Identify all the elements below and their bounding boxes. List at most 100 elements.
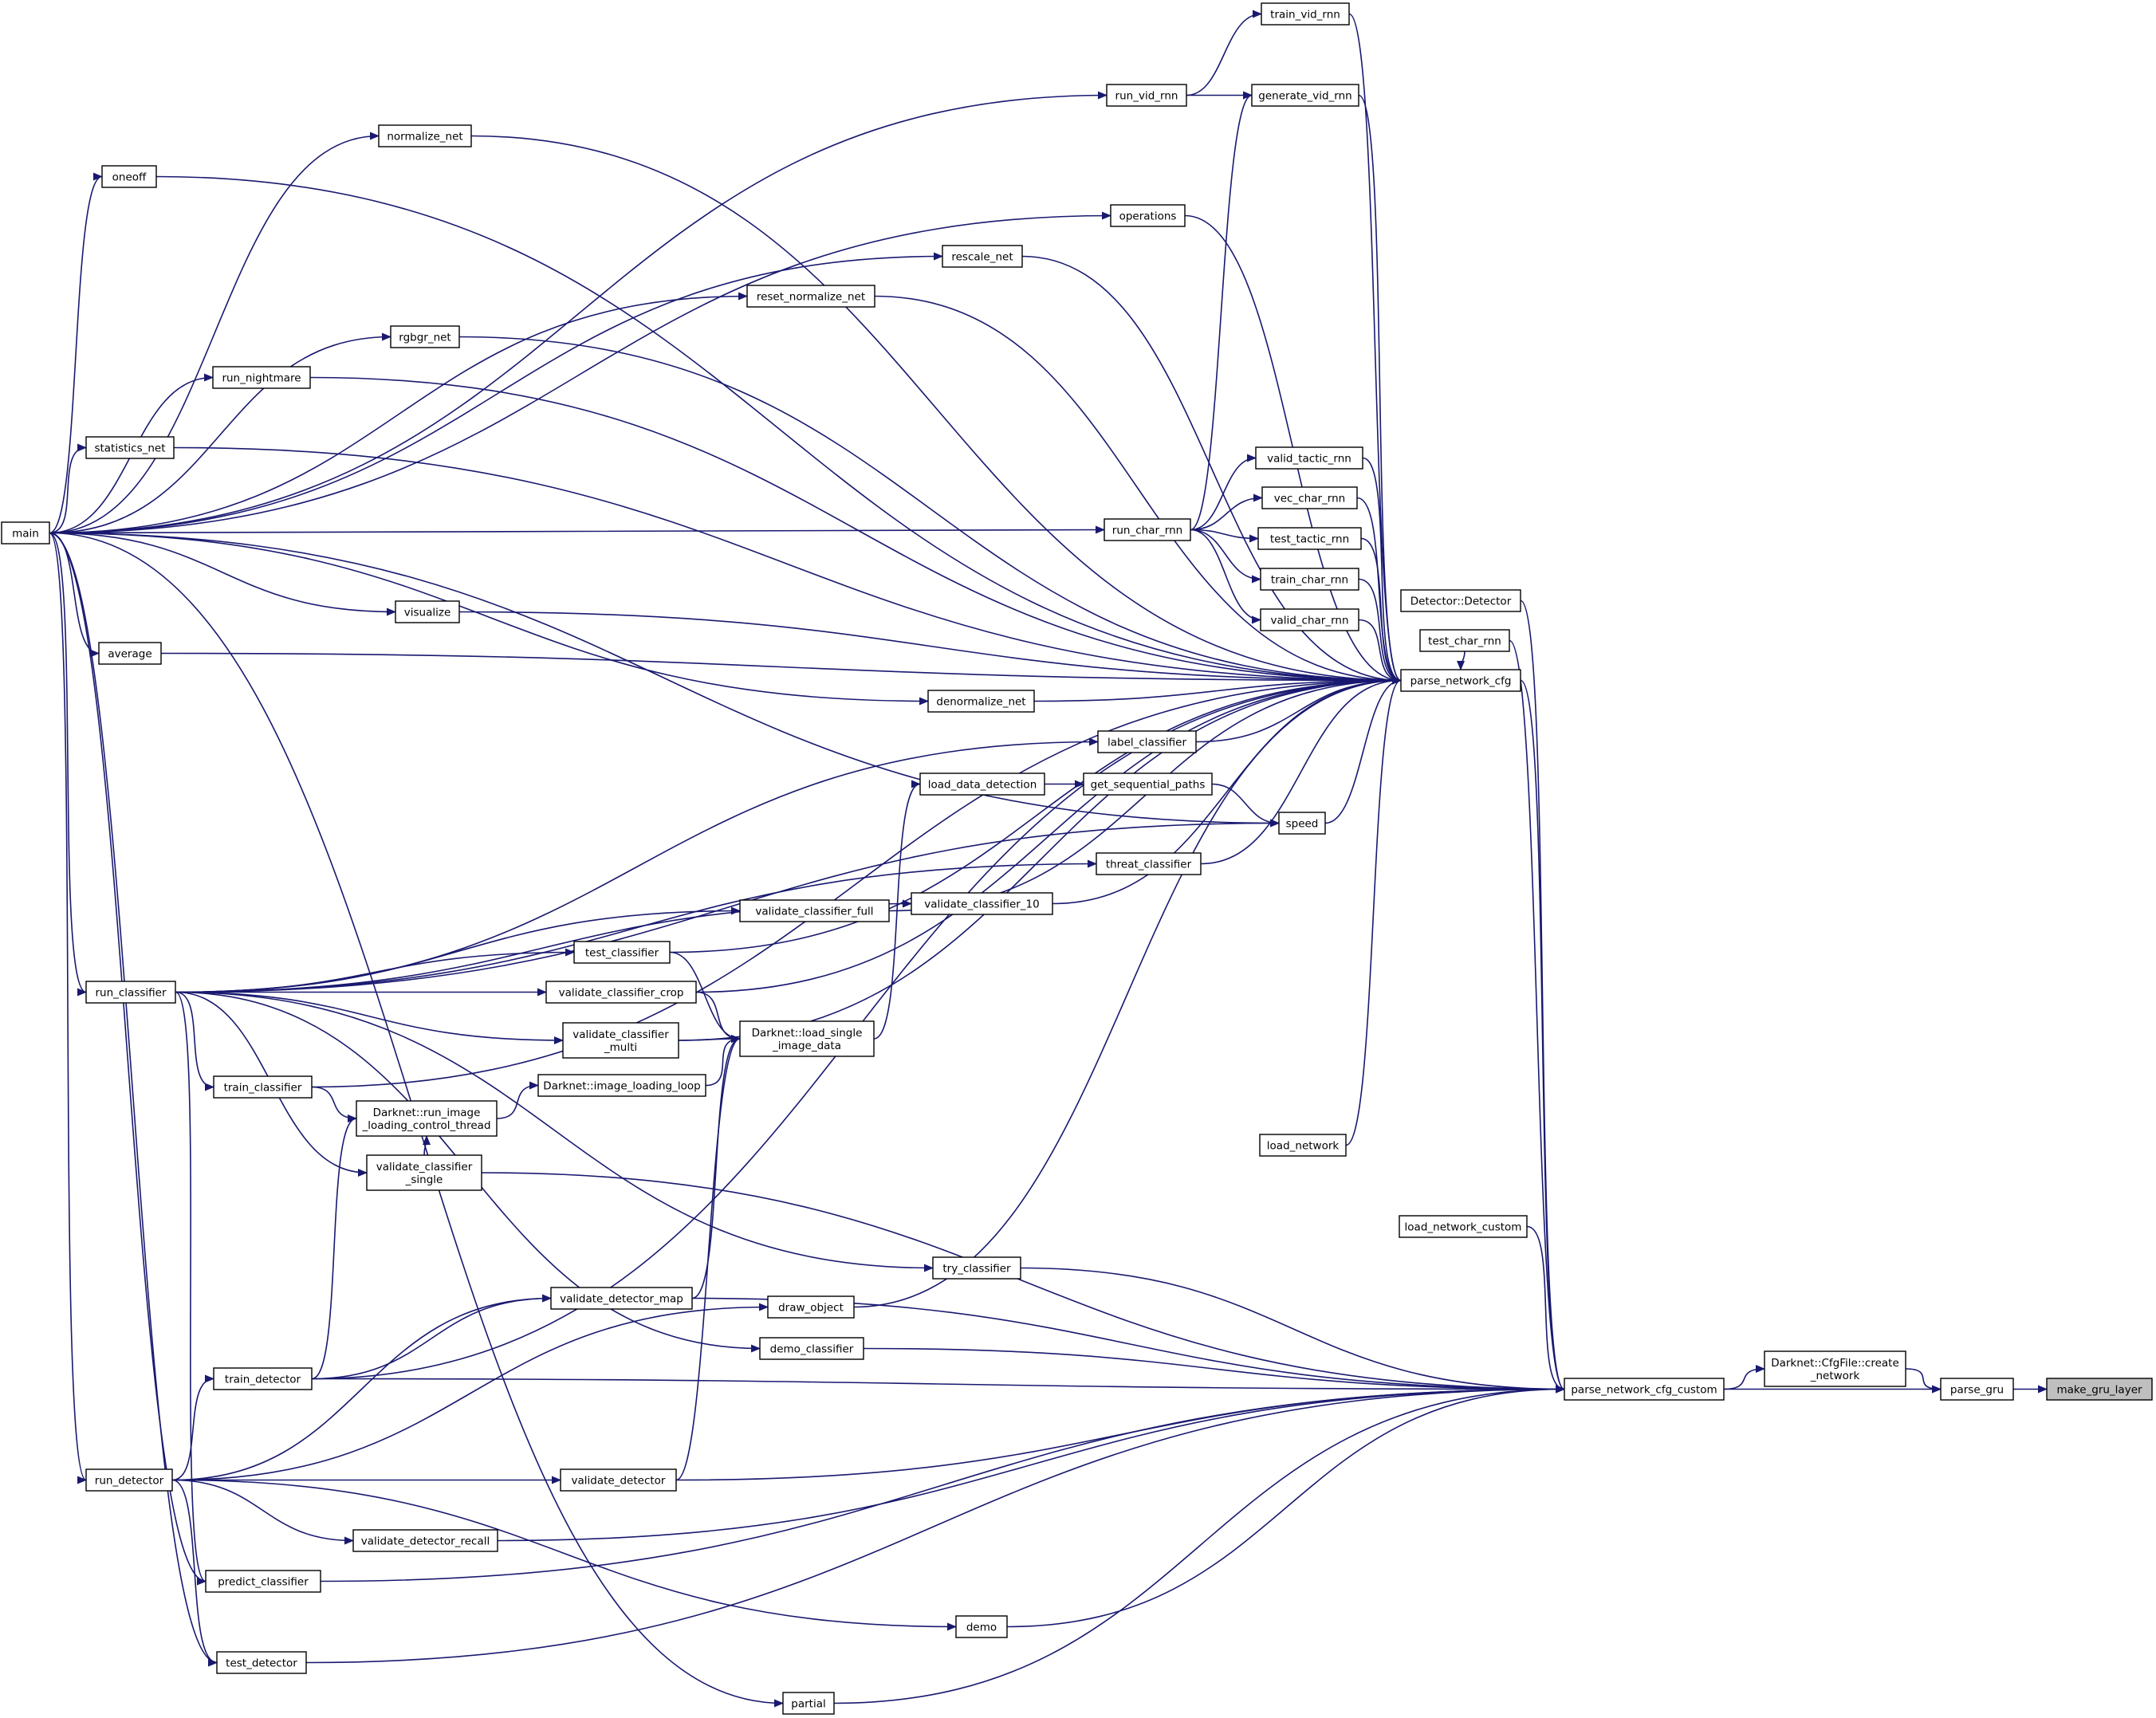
node-speed[interactable]: speed [1278,812,1326,835]
node-box[interactable] [366,1154,482,1191]
node-box[interactable] [573,941,671,964]
node-box[interactable] [739,1020,875,1057]
node-box[interactable] [98,642,162,665]
node-box[interactable] [942,245,1023,268]
node-run-nightmare[interactable]: run_nightmare [212,366,311,389]
node-load-data-detection[interactable]: load_data_detection [919,773,1045,796]
node-box[interactable] [212,366,311,389]
node-box[interactable] [1259,1134,1347,1157]
node-reset-normalize-net[interactable]: reset_normalize_net [746,285,875,308]
node-box[interactable] [782,1692,835,1715]
node-box[interactable] [911,892,1053,915]
node-box[interactable] [1,521,50,544]
node-image-loading-loop[interactable]: Darknet::image_loading_loop [537,1074,706,1097]
node-load-single-image-data[interactable]: Darknet::load_single_image_data [739,1020,875,1057]
node-validate-detector-recall[interactable]: validate_detector_recall [352,1529,498,1552]
node-box[interactable] [1260,568,1359,591]
node-box[interactable] [216,1651,307,1674]
node-validate-classifier-single[interactable]: validate_classifier_single [366,1154,482,1191]
node-box[interactable] [1260,608,1359,631]
node-box[interactable] [1257,527,1362,550]
node-box[interactable] [560,1468,677,1492]
node-box[interactable] [1104,518,1191,541]
node-load-network-custom[interactable]: load_network_custom [1399,1215,1528,1238]
node-box[interactable] [85,436,175,459]
node-main[interactable]: main [1,521,50,544]
node-box[interactable] [1400,669,1521,692]
node-rescale-net[interactable]: rescale_net [942,245,1023,268]
node-parse-network-cfg-custom[interactable]: parse_network_cfg_custom [1564,1378,1725,1401]
node-predict-classifier[interactable]: predict_classifier [205,1570,321,1593]
node-box[interactable] [1399,1215,1528,1238]
node-box[interactable] [746,285,875,308]
node-visualize[interactable]: visualize [395,600,460,623]
node-validate-classifier-multi[interactable]: validate_classifier_multi [562,1022,679,1059]
node-statistics-net[interactable]: statistics_net [85,436,175,459]
node-box[interactable] [2046,1378,2153,1401]
node-box[interactable] [1940,1378,2014,1401]
node-load-network[interactable]: load_network [1259,1134,1347,1157]
node-train-char-rnn[interactable]: train_char_rnn [1260,568,1359,591]
node-box[interactable] [1110,204,1186,227]
node-try-classifier[interactable]: try_classifier [932,1256,1021,1280]
node-make-gru-layer[interactable]: make_gru_layer [2046,1378,2153,1401]
node-box[interactable] [1251,84,1359,107]
node-validate-classifier-crop[interactable]: validate_classifier_crop [545,981,697,1004]
node-box[interactable] [1097,730,1197,753]
node-denormalize-net[interactable]: denormalize_net [927,690,1035,713]
node-validate-classifier-full[interactable]: validate_classifier_full [739,899,890,922]
node-box[interactable] [1096,852,1202,875]
node-box[interactable] [1261,2,1350,26]
node-box[interactable] [213,1075,313,1099]
node-cfgfile-create-network[interactable]: Darknet::CfgFile::create_network [1764,1350,1906,1387]
node-oneoff[interactable]: oneoff [101,165,157,188]
node-validate-classifier-10[interactable]: validate_classifier_10 [911,892,1053,915]
node-normalize-net[interactable]: normalize_net [378,124,472,147]
node-box[interactable] [550,1287,693,1310]
node-box[interactable] [1400,589,1521,612]
node-valid-tactic-rnn[interactable]: valid_tactic_rnn [1255,446,1363,470]
node-valid-char-rnn[interactable]: valid_char_rnn [1260,608,1359,631]
node-label-classifier[interactable]: label_classifier [1097,730,1197,753]
node-demo[interactable]: demo [955,1615,1008,1638]
node-box[interactable] [932,1256,1021,1280]
node-parse-network-cfg[interactable]: parse_network_cfg [1400,669,1521,692]
node-partial[interactable]: partial [782,1692,835,1715]
node-run-char-rnn[interactable]: run_char_rnn [1104,518,1191,541]
node-validate-detector[interactable]: validate_detector [560,1468,677,1492]
node-box[interactable] [205,1570,321,1593]
node-box[interactable] [390,325,460,348]
node-generate-vid-rnn[interactable]: generate_vid_rnn [1251,84,1359,107]
node-box[interactable] [101,165,157,188]
node-demo-classifier[interactable]: demo_classifier [759,1337,864,1360]
node-box[interactable] [919,773,1045,796]
node-box[interactable] [352,1529,498,1552]
node-box[interactable] [759,1337,864,1360]
node-run-classifier[interactable]: run_classifier [85,981,176,1004]
node-detector-detector[interactable]: Detector::Detector [1400,589,1521,612]
node-box[interactable] [767,1295,855,1319]
node-box[interactable] [562,1022,679,1059]
node-run-image-loading-control-thread[interactable]: Darknet::run_image_loading_control_threa… [356,1100,498,1137]
node-test-char-rnn[interactable]: test_char_rnn [1419,629,1510,652]
node-box[interactable] [1278,812,1326,835]
node-draw-object[interactable]: draw_object [767,1295,855,1319]
node-vec-char-rnn[interactable]: vec_char_rnn [1261,486,1358,509]
node-box[interactable] [955,1615,1008,1638]
node-box[interactable] [537,1074,706,1097]
node-train-detector[interactable]: train_detector [213,1367,313,1390]
node-get-sequential-paths[interactable]: get_sequential_paths [1083,773,1213,796]
node-box[interactable] [739,899,890,922]
node-box[interactable] [1255,446,1363,470]
node-parse-gru[interactable]: parse_gru [1940,1378,2014,1401]
node-average[interactable]: average [98,642,162,665]
node-test-classifier[interactable]: test_classifier [573,941,671,964]
node-box[interactable] [545,981,697,1004]
node-train-vid-rnn[interactable]: train_vid_rnn [1261,2,1350,26]
node-box[interactable] [1419,629,1510,652]
node-threat-classifier[interactable]: threat_classifier [1096,852,1202,875]
node-run-vid-rnn[interactable]: run_vid_rnn [1106,84,1187,107]
node-box[interactable] [395,600,460,623]
node-box[interactable] [1106,84,1187,107]
node-box[interactable] [378,124,472,147]
